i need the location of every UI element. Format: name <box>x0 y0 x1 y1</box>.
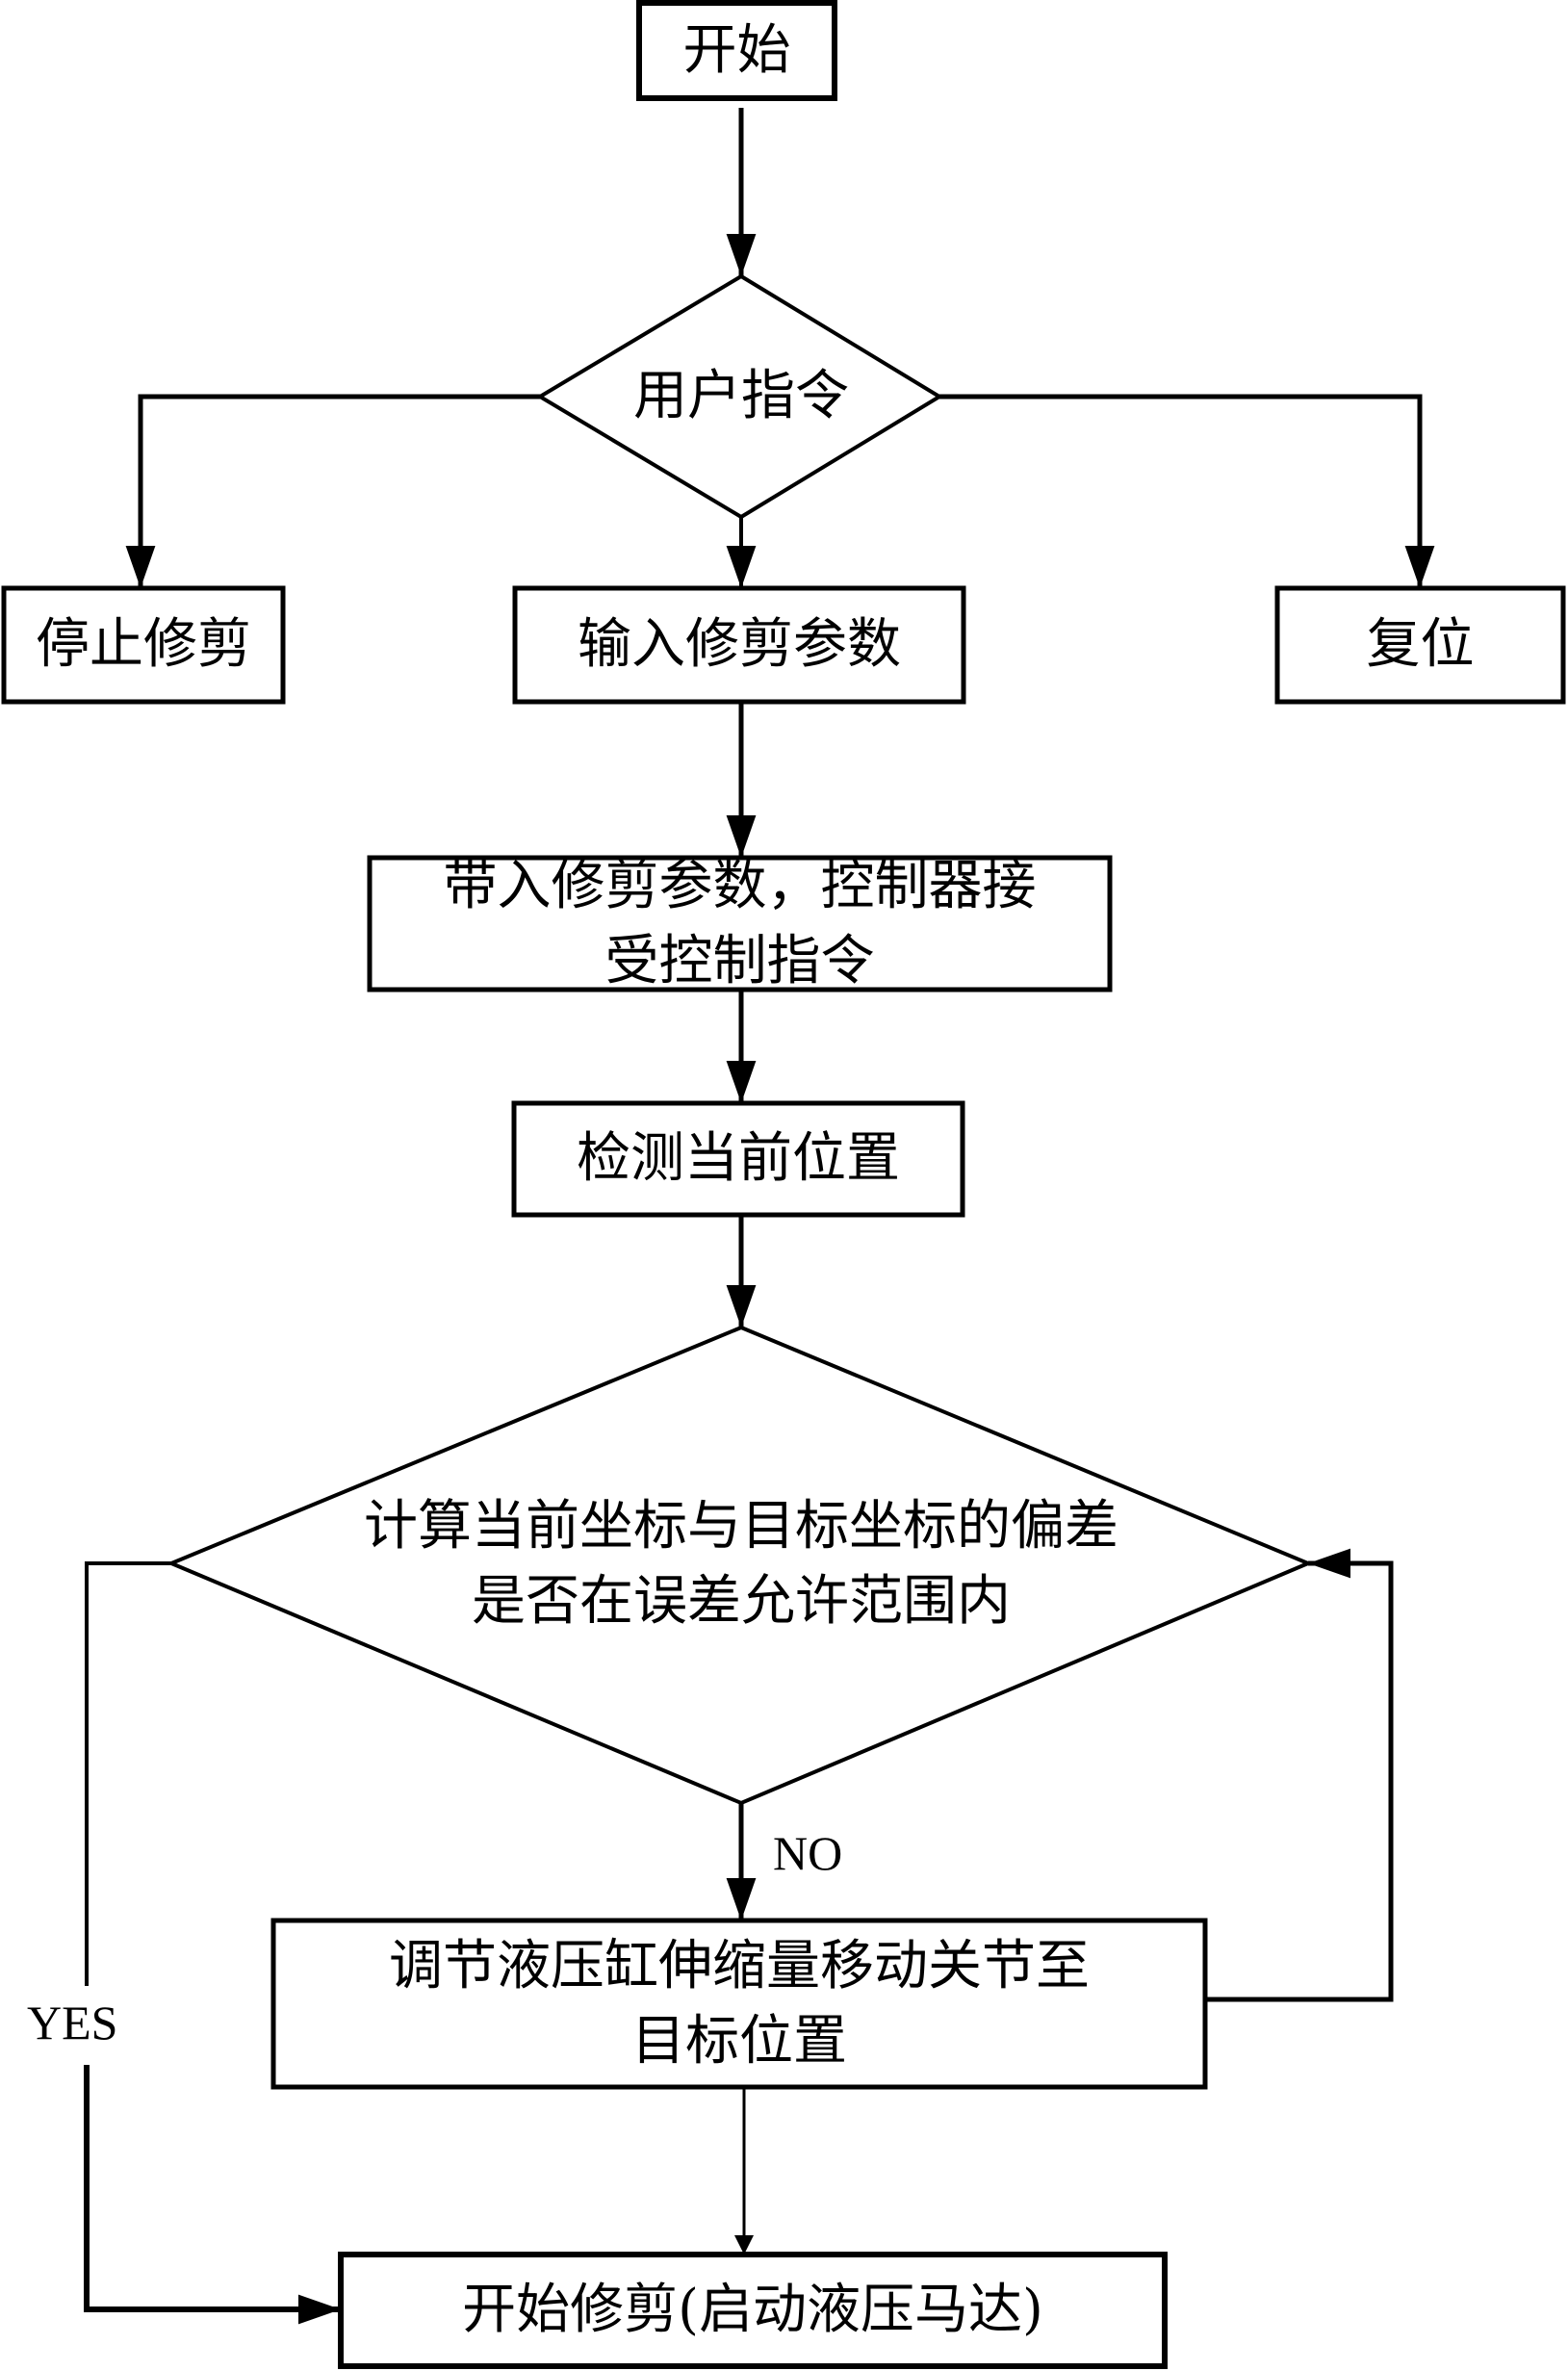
reset-label: 复位 <box>1366 613 1475 676</box>
stop-trim-node <box>1 585 286 705</box>
no-label: NO <box>773 1826 843 1880</box>
start-label: 开始 <box>682 18 791 82</box>
start-trim-label: 开始修剪(启动液压马达) <box>462 2279 1043 2341</box>
edge-check-to-start-trim-yes-lower <box>84 2065 341 2325</box>
user-command-label: 用户指令 <box>633 365 849 427</box>
detect-position-node <box>511 1100 965 1218</box>
edge-command-to-reset <box>939 394 1435 588</box>
edge-check-to-start-trim-yes-upper <box>85 1561 171 1986</box>
detect-position-label: 检测当前位置 <box>577 1127 900 1190</box>
load-params-label: 带入修剪参数，控制器接 受控制指令 <box>443 854 1037 992</box>
input-params-node <box>512 585 966 705</box>
adjust-cylinder-label: 调节液压缸伸缩量移动关节至 目标位置 <box>389 1934 1090 2073</box>
reset-node <box>1274 585 1566 705</box>
yes-label: YES <box>27 1996 118 2049</box>
input-params-label: 输入修剪参数 <box>578 613 901 676</box>
adjust-cylinder-node <box>270 1918 1208 2090</box>
start-trim-node <box>338 2252 1168 2369</box>
check-deviation-label: 计算当前坐标与目标坐标的偏差 是否在误差允许范围内 <box>364 1495 1118 1633</box>
stop-trim-label: 停止修剪 <box>36 613 251 676</box>
load-params-node <box>367 855 1113 992</box>
edge-adjust-to-check-loop <box>1205 1548 1394 2002</box>
start-node <box>636 0 837 101</box>
edge-command-to-stop <box>125 394 540 588</box>
